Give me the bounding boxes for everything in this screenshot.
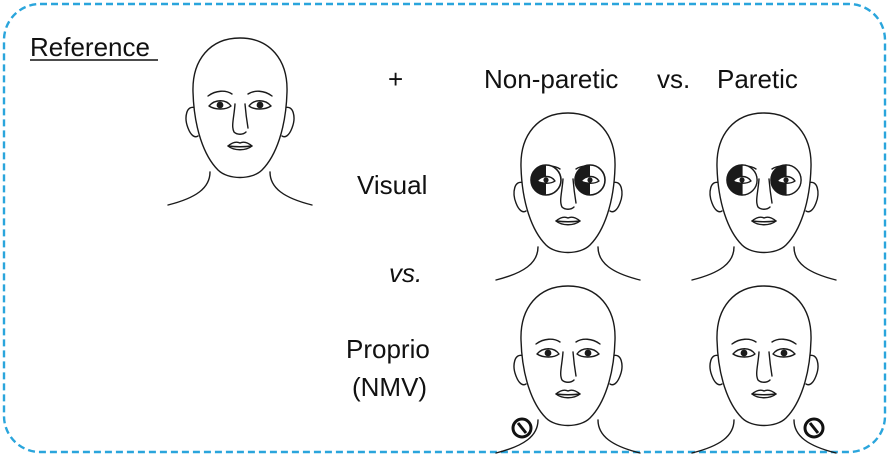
vs-header: vs. (657, 64, 690, 94)
plus-sign: + (388, 64, 403, 94)
visual-non-paretic-face (496, 113, 640, 280)
eye-patch-icon (531, 165, 561, 195)
reference-label: Reference (30, 32, 150, 62)
proprio-row-label: Proprio (346, 334, 430, 364)
vibrator-icon (805, 419, 823, 437)
reference-face (168, 38, 312, 205)
eye-patch-icon (575, 165, 605, 195)
visual-row-label: Visual (357, 170, 427, 200)
proprio-non-paretic-face (496, 286, 640, 453)
eye-patch-icon (771, 165, 801, 195)
nmv-row-label: (NMV) (352, 372, 427, 402)
paretic-header: Paretic (717, 64, 798, 94)
non-paretic-header: Non-paretic (484, 64, 618, 94)
visual-paretic-face (692, 113, 836, 280)
proprio-paretic-face (692, 286, 836, 453)
eye-patch-icon (727, 165, 757, 195)
vs-rows-label: vs. (389, 258, 422, 288)
vibrator-icon (513, 419, 531, 437)
